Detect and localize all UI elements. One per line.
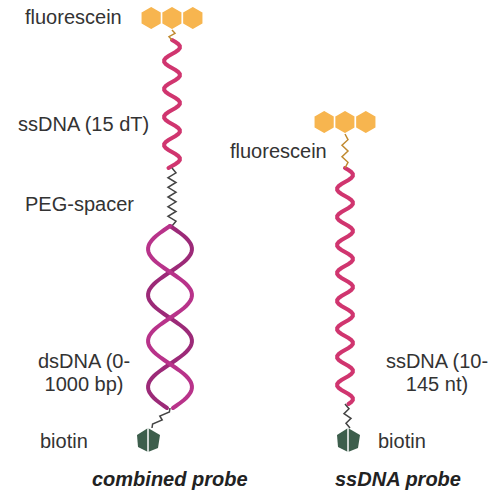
probe-title: combined probe [92,468,248,491]
anchor-label: biotin [378,430,426,453]
anchor-label: biotin [40,430,88,453]
dye-label: fluorescein [230,140,327,163]
fluorescein-linker [342,134,348,168]
ring-bond [147,428,149,452]
biotin-linker [152,408,170,428]
spacer-label: PEG-spacer [25,193,134,216]
strand-label: ssDNA (10-145 nt) [378,350,496,396]
biotin-ring [337,428,360,452]
biotin-icon [137,428,160,452]
strand-label: dsDNA (0-1000 bp) [28,350,140,396]
ssdna-strand [164,40,180,168]
strand-label: ssDNA (15 dT) [18,113,149,136]
fluorescein-icon [314,110,376,134]
ring [355,110,376,134]
probe-title: ssDNA probe [335,468,461,491]
dye-label: fluorescein [25,6,122,29]
peg-spacer [168,168,176,226]
ring [141,6,162,30]
fluorescein-linker [169,30,175,40]
biotin-ring [137,428,160,452]
ring [182,6,203,30]
ring [162,6,183,30]
ring [335,110,356,134]
biotin-linker [344,404,351,428]
ring-bond [347,428,349,452]
dsdna-strand [148,226,192,408]
ssdna-strand [337,168,353,404]
biotin-icon [337,428,360,452]
fluorescein-icon [141,6,203,30]
dsdna-strand [148,226,192,408]
ring [314,110,335,134]
